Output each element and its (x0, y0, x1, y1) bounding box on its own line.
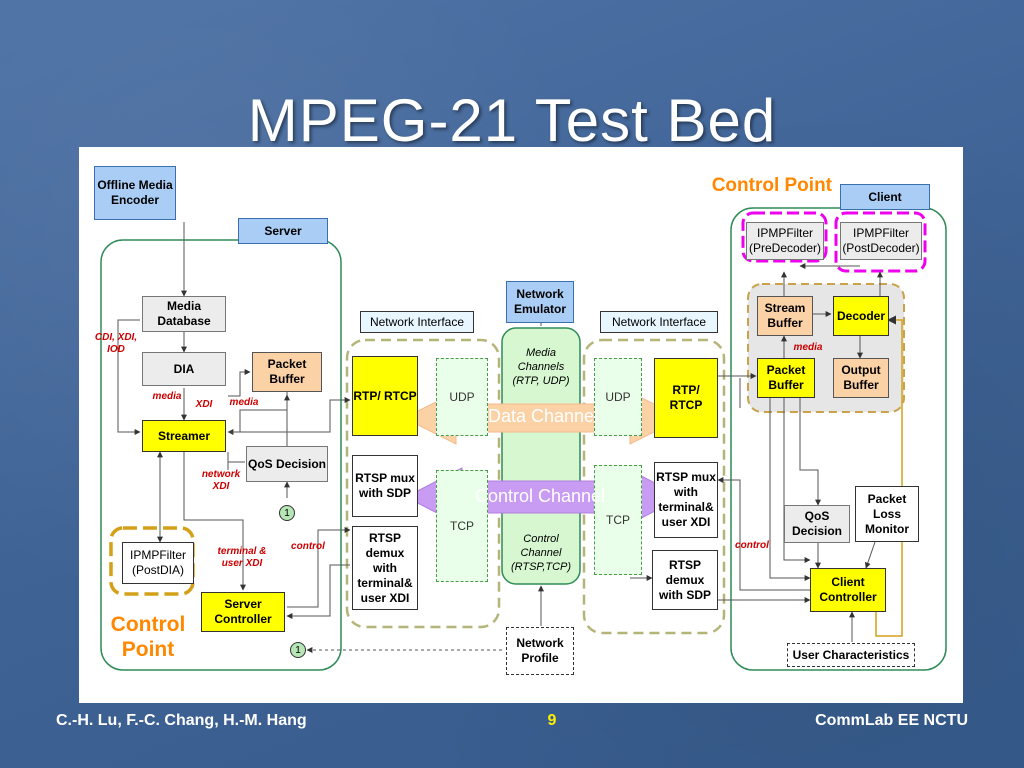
ipmp-filter-postdecoder: IPMPFilter (PostDecoder) (840, 222, 922, 260)
client-controller: Client Controller (810, 568, 886, 612)
step-1-marker-lower: 1 (290, 642, 306, 658)
network-emulator-body (501, 327, 581, 585)
server-controller: Server Controller (201, 592, 285, 632)
client-container (730, 207, 947, 671)
server-container (100, 239, 342, 671)
label-terminal-user-xdi: terminal & user XDI (217, 546, 267, 569)
network-profile: Network Profile (506, 627, 574, 675)
data-channel-label: Data Channel (487, 406, 599, 426)
packet-buffer-server: Packet Buffer (252, 352, 322, 392)
qos-decision-client: QoS Decision (784, 505, 850, 543)
network-interface-left: Network Interface (360, 311, 474, 333)
label-media-1: media (152, 391, 182, 402)
rtp-rtcp-left: RTP/ RTCP (352, 356, 418, 436)
tcp-right: TCP (594, 465, 642, 575)
label-media-2: media (229, 397, 259, 408)
stream-buffer: Stream Buffer (757, 296, 813, 336)
streamer: Streamer (142, 420, 226, 452)
network-emulator: Network Emulator (506, 281, 574, 323)
rtsp-demux-sdp-right: RTSP demux with SDP (652, 550, 718, 610)
slide-title: MPEG-21 Test Bed (247, 87, 777, 154)
server-label: Server (238, 218, 328, 244)
network-interface-right: Network Interface (600, 311, 718, 333)
rtp-rtcp-right: RTP/ RTCP (654, 358, 718, 438)
packet-loss-monitor: Packet Loss Monitor (855, 486, 919, 542)
label-xdi: XDI (195, 399, 213, 410)
step-1-marker-upper: 1 (279, 505, 295, 521)
control-point-ring-2 (834, 211, 927, 273)
output-buffer: Output Buffer (833, 358, 889, 398)
label-control-left: control (291, 541, 325, 552)
qos-decision-server: QoS Decision (246, 446, 328, 482)
rtsp-demux-left: RTSP demux with terminal& user XDI (352, 526, 418, 610)
client-label: Client (840, 184, 930, 210)
packet-buffer-client: Packet Buffer (757, 358, 815, 398)
control-point-left-ring (109, 526, 195, 596)
label-media-3: media (793, 342, 823, 353)
rtsp-mux-sdp: RTSP mux with SDP (352, 455, 418, 517)
label-network-xdi: network XDI (201, 469, 241, 492)
media-database: Media Database (142, 296, 226, 332)
media-channels-label: Media Channels (RTP, UDP) (512, 347, 570, 387)
decoder: Decoder (833, 296, 889, 336)
label-control-right: control (735, 540, 769, 551)
ipmp-filter-postdia: IPMPFilter (PostDIA) (122, 542, 194, 584)
tcp-left: TCP (436, 470, 488, 582)
control-point-ring-1 (741, 211, 828, 263)
control-channel-caption: Control Channel (RTSP,TCP) (510, 533, 572, 573)
control-channel-label: Control Channel (474, 486, 606, 506)
footer-page-number: 9 (547, 712, 557, 729)
udp-right: UDP (594, 358, 642, 436)
control-point-top-label: Control Point (711, 175, 832, 196)
label-cdi-xdi-iod: CDI, XDI, IOD (94, 332, 138, 355)
footer-authors: C.-H. Lu, F.-C. Chang, H.-M. Hang (56, 712, 307, 729)
control-point-left-label: Control Point (110, 613, 186, 662)
dia-block: DIA (142, 352, 226, 386)
user-characteristics: User Characteristics (787, 643, 915, 667)
ipmp-filter-predecoder: IPMPFilter (PreDecoder) (746, 222, 824, 260)
offline-media-encoder: Offline Media Encoder (94, 166, 176, 220)
udp-left: UDP (436, 358, 488, 436)
left-network-interface-container (345, 338, 501, 629)
footer-org: CommLab EE NCTU (815, 712, 968, 729)
rtsp-mux-right: RTSP mux with terminal& user XDI (654, 462, 718, 538)
